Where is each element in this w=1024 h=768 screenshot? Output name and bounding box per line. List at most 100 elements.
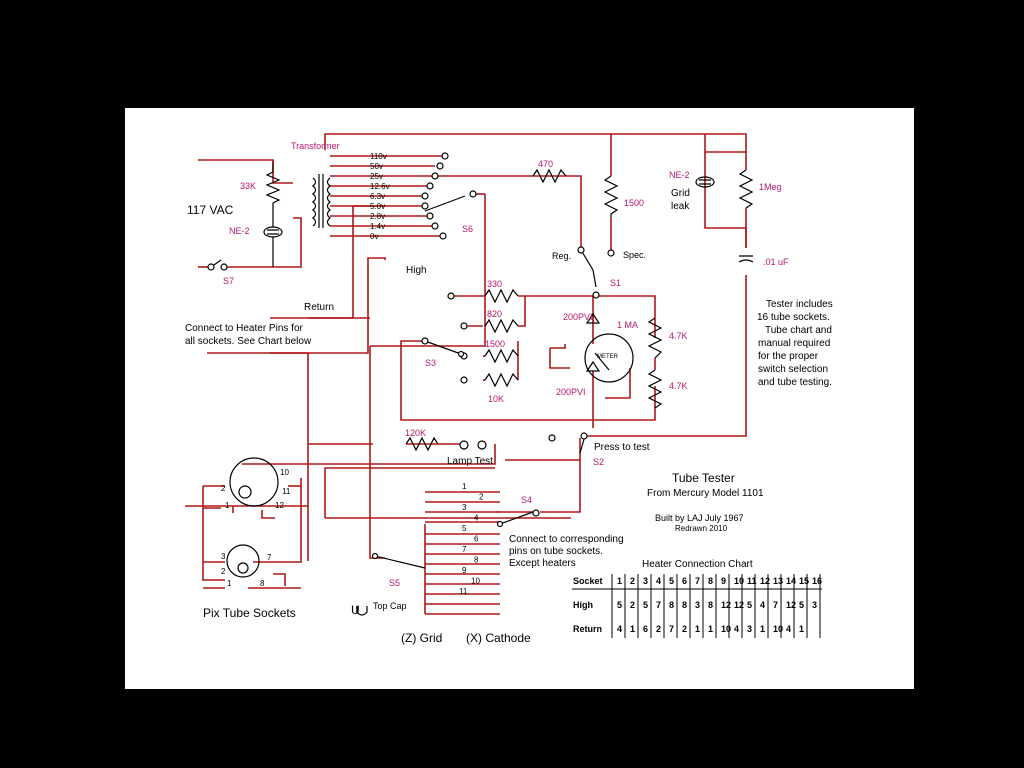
s5-pin-label: 3 [462, 503, 467, 512]
chart-caption: Heater Connection Chart [642, 559, 753, 570]
chart-cell: 7 [656, 600, 661, 610]
chart-cell: 6 [682, 576, 687, 586]
note-1: Tester includes [766, 299, 833, 310]
r330-label: 330 [487, 279, 502, 289]
s1-label: S1 [610, 278, 621, 288]
chart-cell: 14 [786, 576, 796, 586]
chart-cell: 10 [773, 624, 783, 634]
connect-pins-1: Connect to corresponding [509, 534, 624, 545]
tap-label: 6.3v [370, 192, 385, 201]
chart-cell: 1 [760, 624, 765, 634]
note-2: 16 tube sockets. [757, 312, 830, 323]
r1500-top-label: 1500 [624, 198, 644, 208]
title-label: Tube Tester [672, 471, 735, 485]
lamp-test-label: Lamp Test [447, 456, 493, 467]
wiring [185, 133, 747, 615]
chart-cell: 5 [617, 600, 622, 610]
cap-label: .01 uF [763, 257, 789, 267]
chart-cell: 7 [773, 600, 778, 610]
s5-pin-label: 9 [462, 566, 467, 575]
chart-cell: 9 [721, 576, 726, 586]
tap-label: 2.8v [370, 212, 385, 221]
socket-pin-label: 12 [275, 501, 284, 510]
s6-label: S6 [462, 224, 473, 234]
chart-cell: 10 [734, 576, 744, 586]
built-label: Built by LAJ July 1967 [655, 513, 744, 523]
press-label: Press to test [594, 442, 650, 453]
chart-cell: 13 [773, 576, 783, 586]
r820-label: 820 [487, 309, 502, 319]
socket-pin-label: 3 [221, 552, 226, 561]
grid-label: Grid [671, 188, 690, 199]
r47k-a-label: 4.7K [669, 331, 688, 341]
chart-cell: 5 [799, 600, 804, 610]
s5-pin-label: 6 [474, 535, 479, 544]
s2-label: S2 [593, 457, 604, 467]
meter-label: METER [597, 354, 619, 360]
chart-cell: 8 [682, 600, 687, 610]
chart-cell: 7 [695, 576, 700, 586]
chart-cell: 2 [682, 624, 687, 634]
socket-pin-label: 2 [221, 567, 226, 576]
connect-heater-1: Connect to Heater Pins for [185, 323, 304, 334]
chart-cell: 3 [695, 600, 700, 610]
chart-cell: 11 [747, 576, 757, 586]
chart-cell: 2 [656, 624, 661, 634]
chart-cell: 3 [747, 624, 752, 634]
chart-cell: 1 [799, 624, 804, 634]
r120k-label: 120K [405, 428, 426, 438]
socket-pin-label: 11 [282, 487, 291, 496]
note-7: and tube testing. [758, 377, 832, 388]
subtitle-label: From Mercury Model 1101 [647, 488, 764, 499]
ne2-left-label: NE-2 [229, 226, 250, 236]
chart-cell: 8 [669, 600, 674, 610]
chart-cell: 1 [695, 624, 700, 634]
chart-row-header: Return [573, 624, 602, 634]
chart-cell: 1 [630, 624, 635, 634]
chart-cell: 2 [630, 600, 635, 610]
chart-cell: 4 [656, 576, 661, 586]
chart-cell: 12 [721, 600, 731, 610]
chart-cell: 7 [669, 624, 674, 634]
return-label: Return [304, 302, 334, 313]
tap-label: 5.0v [370, 202, 385, 211]
s5-label: S5 [389, 578, 400, 588]
chart-cell: 1 [708, 624, 713, 634]
s3-label: S3 [425, 358, 436, 368]
chart-cell: 12 [760, 576, 770, 586]
chart-row-header: Socket [573, 576, 603, 586]
schematic-drawing: Transformer 117 VAC 33K NE-2 S7 S6 High … [185, 133, 833, 645]
s5-pin-label: 11 [459, 587, 468, 596]
tap-label: 110v [370, 152, 387, 161]
grid-z-label: (Z) Grid [401, 631, 442, 645]
diode-top-label: 200PVI [563, 312, 593, 322]
s5-pin-label: 4 [474, 514, 479, 523]
socket-pin-label: 8 [260, 579, 265, 588]
note-3: Tube chart and [765, 325, 832, 336]
s5-pin-label: 5 [462, 524, 467, 533]
redrawn-label: Redrawn 2010 [675, 524, 728, 533]
tap-label: 25v [370, 172, 383, 181]
s4-label: S4 [521, 495, 532, 505]
pix-tube-label: Pix Tube Sockets [203, 606, 296, 620]
top-cap-symbol: U [351, 603, 360, 617]
schematic-sheet: Transformer 117 VAC 33K NE-2 S7 S6 High … [125, 108, 914, 689]
r470-label: 470 [538, 159, 553, 169]
chart-cell: 4 [617, 624, 622, 634]
chart-cell: 4 [760, 600, 765, 610]
cathode-x-label: (X) Cathode [466, 631, 531, 645]
chart-cell: 3 [812, 600, 817, 610]
connect-heater-2: all sockets. See Chart below [185, 336, 312, 347]
chart-cell: 4 [786, 624, 791, 634]
chart-cell: 8 [708, 576, 713, 586]
chart-cell: 10 [721, 624, 731, 634]
chart-cell: 1 [617, 576, 622, 586]
terminals [207, 152, 615, 560]
chart-cell: 6 [643, 624, 648, 634]
chart-cell: 8 [708, 600, 713, 610]
chart-cell: 2 [630, 576, 635, 586]
chart-cell: 5 [643, 600, 648, 610]
socket-pin-label: 7 [267, 553, 272, 562]
spec-label: Spec. [623, 250, 646, 260]
